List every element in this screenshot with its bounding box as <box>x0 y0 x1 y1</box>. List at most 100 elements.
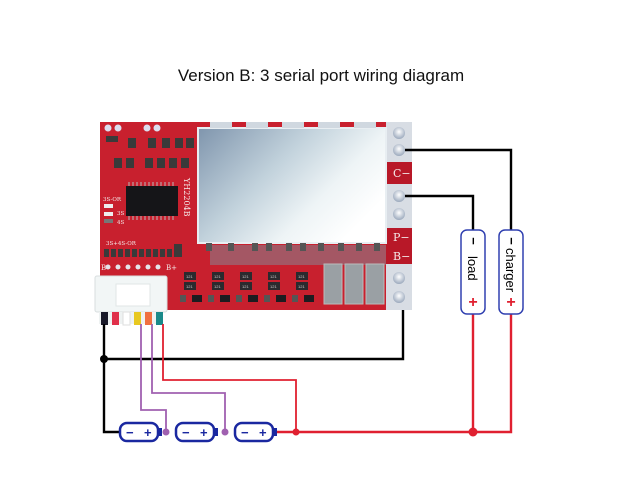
shield-vias <box>210 122 376 128</box>
mosfet-group: 121 121 <box>208 272 230 302</box>
shunt-resistors <box>323 263 385 305</box>
mosfet-code: 121 <box>298 274 305 279</box>
cell-3: − + <box>233 421 277 443</box>
shunt-resistor <box>323 263 343 305</box>
c-minus-band <box>386 162 412 184</box>
wire-p-minus-to-load <box>405 194 475 232</box>
jumper-pad <box>104 219 113 223</box>
silk-b-plus: B+ <box>166 264 177 272</box>
silk-3s-4s-or: 3S+4S-OR <box>106 241 137 247</box>
charger-pos: + <box>506 294 515 311</box>
mosfet-group: 121 121 <box>180 272 202 302</box>
mosfet-code: 121 <box>242 274 249 279</box>
shunt-resistor <box>365 263 385 305</box>
connector-wire-stub <box>122 311 131 326</box>
silk-3s: 3S <box>117 211 124 217</box>
cell-neg: − <box>182 425 190 440</box>
junction-negative <box>100 355 108 363</box>
balance-connector <box>94 275 168 326</box>
junction-positive-top <box>292 428 300 436</box>
transistor <box>304 295 314 302</box>
resistor-row <box>104 244 182 257</box>
top-left-holes <box>104 124 161 132</box>
mosfet <box>240 282 252 290</box>
charger-device: − charger + <box>498 229 524 315</box>
load-neg: − <box>466 237 481 245</box>
mosfet-code: 121 <box>186 284 193 289</box>
connector-wire-stub <box>145 312 152 325</box>
ic-chip <box>126 186 178 216</box>
mosfet-code: 121 <box>214 284 221 289</box>
mosfet-group: 121 121 <box>236 272 258 302</box>
junction-balance-2 <box>221 428 229 436</box>
mosfet <box>184 272 196 280</box>
transistor <box>276 295 286 302</box>
transistor <box>248 295 258 302</box>
silk-b-minus: B- <box>101 264 109 272</box>
jumper-pad <box>104 212 113 216</box>
mosfet-code: 121 <box>270 284 277 289</box>
wire-balance-2 <box>151 324 226 432</box>
load-label: load <box>465 256 480 281</box>
cell-pos: + <box>200 425 208 440</box>
junction-balance-1 <box>162 428 170 436</box>
mosfet-code: 121 <box>270 274 277 279</box>
cell-neg: − <box>241 425 249 440</box>
mosfet <box>268 272 280 280</box>
charger-label: charger <box>503 248 518 293</box>
wire-positive-bus <box>274 312 513 434</box>
silk-3s-or: 3S-OR <box>103 197 122 203</box>
mosfet-group: 121 121 <box>264 272 286 302</box>
ic-pins <box>128 182 174 220</box>
cell-terminal <box>214 428 218 436</box>
pad-hole <box>393 208 405 220</box>
pad-label-c-minus: C− <box>393 167 411 180</box>
cell-pos: + <box>144 425 152 440</box>
mosfet-code: 121 <box>242 284 249 289</box>
pad-hole <box>393 127 405 139</box>
cell-pos: + <box>259 425 267 440</box>
mosfet <box>184 282 196 290</box>
cell-terminal <box>273 428 277 436</box>
mosfet <box>212 272 224 280</box>
silk-4s: 4S <box>117 220 124 226</box>
mosfet-code: 121 <box>186 274 193 279</box>
board-model: YH2204B <box>182 177 191 217</box>
load-body <box>460 229 486 315</box>
pad-hole <box>393 291 405 303</box>
connector-wire-stub <box>156 312 163 325</box>
wire-b-minus-bus <box>104 310 405 361</box>
load-pos: + <box>468 294 477 311</box>
c-minus-hole <box>393 144 405 156</box>
p-minus-hole <box>393 190 405 202</box>
smd-resistor <box>264 295 270 302</box>
diagram-title: Version B: 3 serial port wiring diagram <box>177 66 465 85</box>
cell-2: − + <box>174 421 218 443</box>
cell-terminal <box>158 428 162 436</box>
mosfet-groups: 121 121 121 121 121 121 121 121 121 121 <box>180 272 314 302</box>
wire-c-minus-to-charger <box>405 148 513 232</box>
mosfet <box>240 272 252 280</box>
smd-resistor <box>236 295 242 302</box>
connector-wire-stubs <box>101 311 163 326</box>
cell-1: − + <box>118 421 162 443</box>
smd-components <box>106 136 194 168</box>
pad-label-p-minus: P− <box>393 231 410 244</box>
smd-resistor <box>208 295 214 302</box>
mosfet-code: 121 <box>214 274 221 279</box>
connector-wire-stub <box>101 312 108 325</box>
wire-b-minus-to-cell1 <box>102 324 120 434</box>
mosfet-code: 121 <box>298 284 305 289</box>
pad-label-b-minus: B− <box>393 250 410 263</box>
b-minus-hole <box>393 272 405 284</box>
charger-neg: − <box>504 237 519 245</box>
junction-load-positive <box>468 427 478 437</box>
shunt-resistor <box>344 263 364 305</box>
transistor <box>192 295 202 302</box>
resistor-row-2 <box>206 243 380 251</box>
connector-window <box>115 283 151 307</box>
p-minus-band <box>386 228 412 264</box>
load-device: − load + <box>460 229 486 315</box>
jumper-pad <box>104 204 113 208</box>
connector-wire-stub <box>112 312 119 325</box>
